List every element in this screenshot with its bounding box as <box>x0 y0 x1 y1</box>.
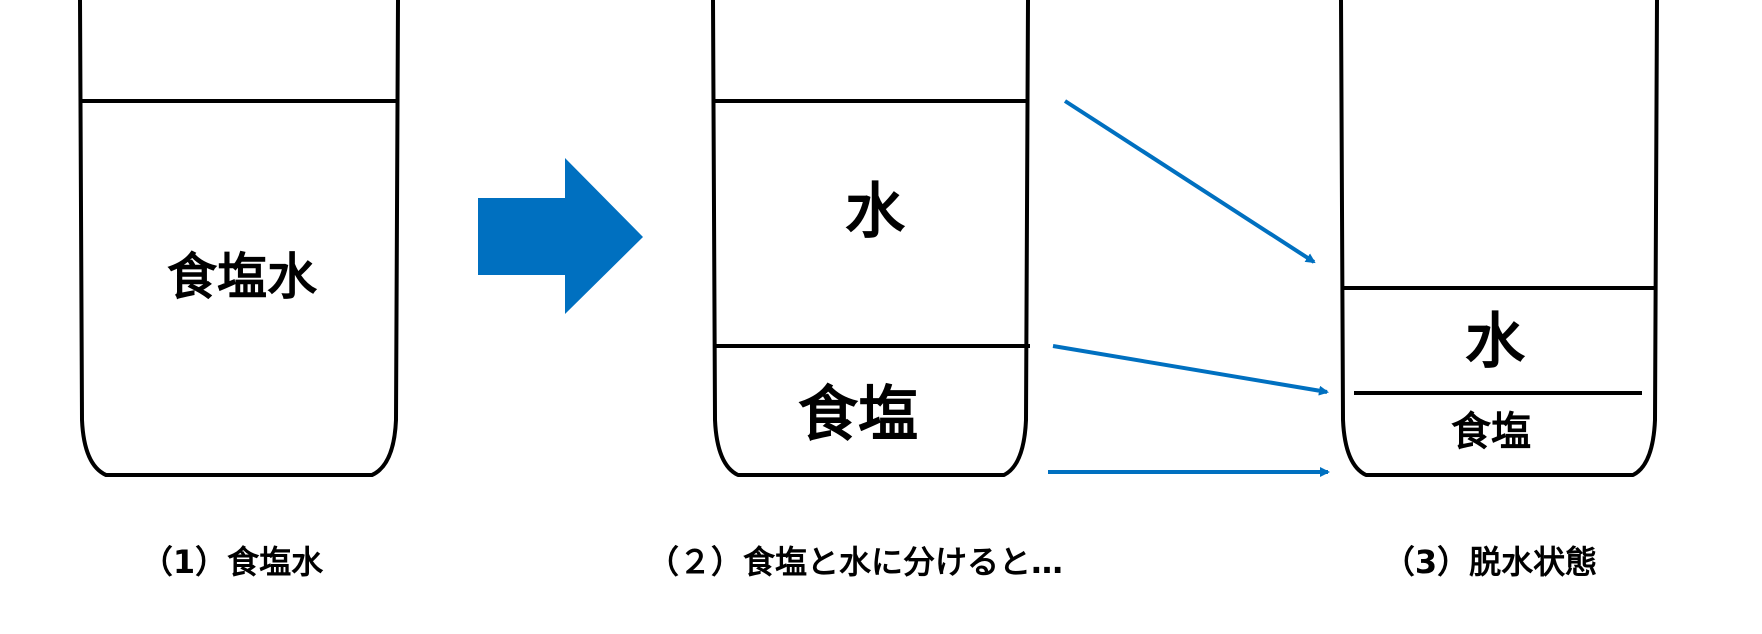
water-label: 水 <box>845 177 906 247</box>
water-to-dehydrated-arrow <box>1063 99 1316 264</box>
salt-label: 食塩 <box>798 380 918 450</box>
beaker-1 <box>78 0 400 477</box>
panel-dehydrated: 水 食塩 （3）脱水状態 <box>1339 0 1659 581</box>
salt-label-3: 食塩 <box>1451 409 1531 455</box>
water-layer-arrow <box>1052 344 1329 396</box>
arrow-icon <box>1048 99 1330 477</box>
salt-water-label: 食塩水 <box>167 248 318 306</box>
panel-salt-water: 食塩水 （1）食塩水 <box>78 0 400 581</box>
panel-separated: 水 食塩 （２）食塩と水に分けると… <box>647 0 1063 581</box>
caption-2: （２）食塩と水に分けると… <box>647 543 1063 581</box>
caption-3: （3）脱水状態 <box>1383 543 1597 581</box>
caption-1: （1）食塩水 <box>141 543 324 581</box>
beaker-2 <box>711 0 1030 477</box>
water-label-3: 水 <box>1465 307 1526 377</box>
beaker-3 <box>1339 0 1659 477</box>
right-arrow-icon <box>478 158 643 314</box>
